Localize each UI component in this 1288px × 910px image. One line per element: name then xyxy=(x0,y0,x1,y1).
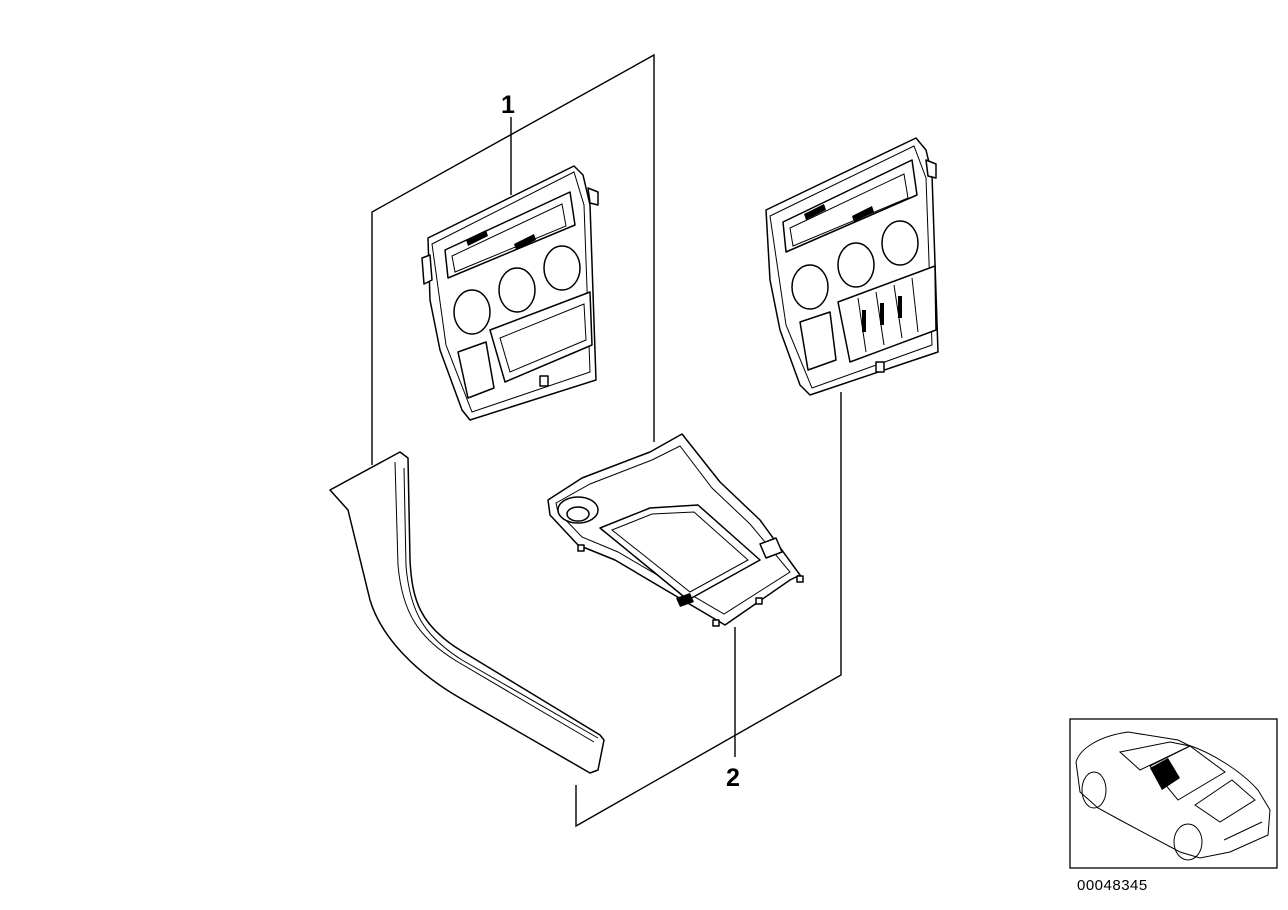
car-locator-thumbnail xyxy=(1069,718,1278,869)
leader-lines xyxy=(371,53,842,828)
console-side-trim-strip xyxy=(329,451,605,774)
center-console-panel-left xyxy=(421,165,599,421)
callout-2[interactable]: 2 xyxy=(726,764,740,792)
center-console-panel-right xyxy=(765,137,939,396)
car-locator-frame xyxy=(1069,718,1278,869)
diagram-id: 00048345 xyxy=(1077,877,1148,894)
car-locator-icon xyxy=(1075,731,1271,861)
shifter-surround-trim xyxy=(547,433,804,627)
callout-1[interactable]: 1 xyxy=(501,91,515,119)
